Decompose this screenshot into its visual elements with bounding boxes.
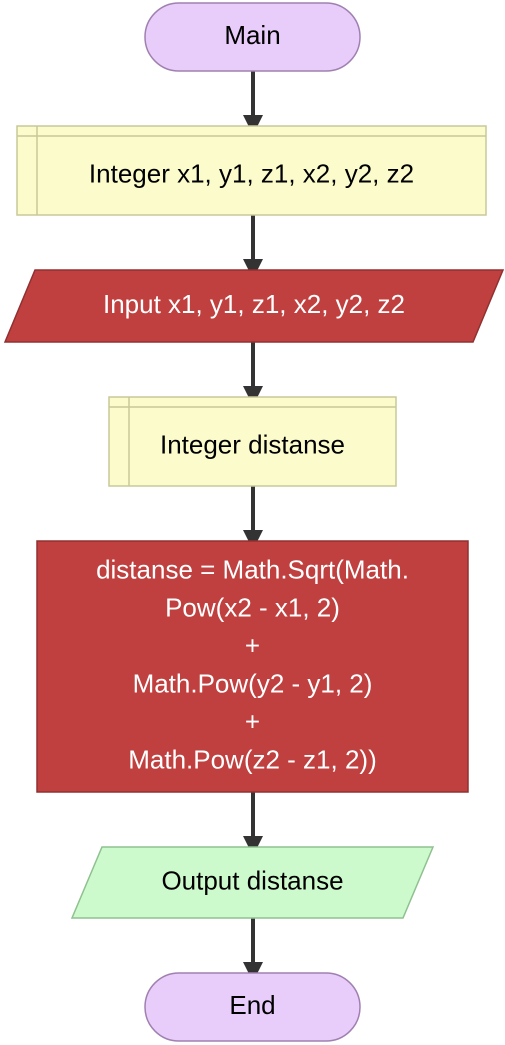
declare-shape <box>108 396 397 487</box>
node-decl2: Integer distanse <box>108 396 397 487</box>
node-label: Pow(x2 - x1, 2) <box>165 592 340 622</box>
io-shape <box>70 846 435 919</box>
node-label: Integer distanse <box>160 429 345 459</box>
node-label: Input x1, y1, z1, x2, y2, z2 <box>103 289 405 319</box>
node-start: Main <box>144 2 361 72</box>
node-label: distanse = Math.Sqrt(Math. <box>96 554 409 584</box>
node-label: Main <box>224 20 280 50</box>
io-shape <box>3 269 505 343</box>
node-label: Math.Pow(z2 - z1, 2)) <box>128 744 377 774</box>
node-label: Math.Pow(y2 - y1, 2) <box>133 668 373 698</box>
node-assign1: distanse = Math.Sqrt(Math. Pow(x2 - x1, 2… <box>36 540 469 793</box>
node-input1: Input x1, y1, z1, x2, y2, z2 <box>3 269 505 343</box>
node-label: Integer x1, y1, z1, x2, y2, z2 <box>89 158 414 188</box>
process-shape <box>36 540 469 793</box>
node-label: Output distanse <box>161 865 343 895</box>
node-label: + <box>245 706 260 736</box>
terminal-shape <box>144 2 361 72</box>
node-label: + <box>245 630 260 660</box>
declare-shape <box>16 125 487 216</box>
node-end: End <box>144 972 361 1042</box>
terminal-shape <box>144 972 361 1042</box>
node-label: End <box>229 990 275 1020</box>
node-decl1: Integer x1, y1, z1, x2, y2, z2 <box>16 125 487 216</box>
node-output1: Output distanse <box>70 846 435 919</box>
